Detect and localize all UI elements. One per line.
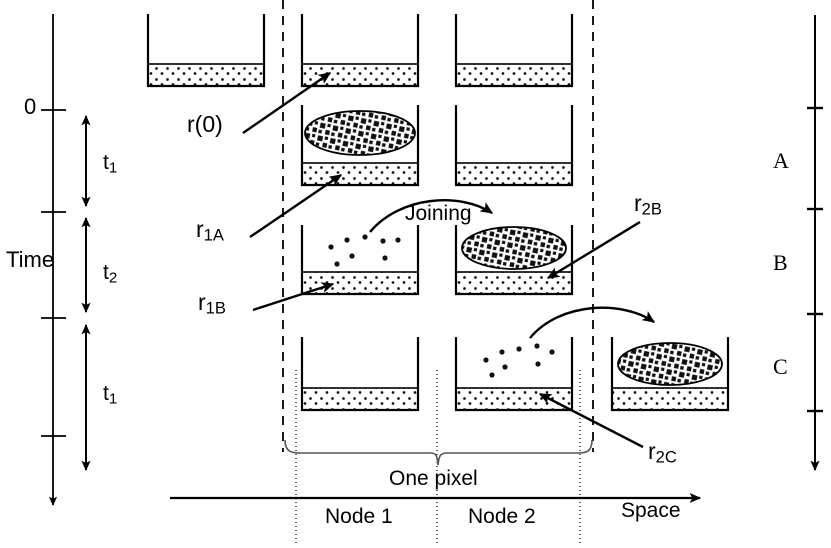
node-label-2: Node 2 <box>468 505 536 528</box>
time-axis-title: Time <box>6 247 55 272</box>
t-subscript: 1 <box>108 390 118 408</box>
r-subscript: 2B <box>641 199 662 219</box>
r-subscript: 2C <box>655 447 677 467</box>
t-letter: t <box>103 382 109 405</box>
interval-label-t2: t2 <box>103 262 117 285</box>
phase-label-b: B <box>773 250 788 275</box>
annotation-r0: r(0) <box>187 113 223 136</box>
container-row1-node0 <box>146 14 266 88</box>
t-subscript: 1 <box>108 159 118 177</box>
blob-row3-node2 <box>461 226 567 270</box>
leader-r0 <box>242 72 332 134</box>
container-row1-node1 <box>300 14 420 88</box>
one-pixel-brace <box>284 439 593 466</box>
joining-label: Joining <box>405 202 472 225</box>
time-zero-label: 0 <box>24 94 37 119</box>
blob-row2-node1 <box>304 110 416 156</box>
scatter-dots-row3-node1 <box>328 234 401 267</box>
r-subscript: 1B <box>205 298 226 318</box>
leader-r2C <box>538 392 644 449</box>
r-letter: r <box>648 438 656 464</box>
annotation-r2C: r2C <box>648 440 677 466</box>
node-label-1: Node 1 <box>325 505 393 528</box>
joining-arrow-c <box>529 306 656 339</box>
container-row3-node2 <box>454 225 574 296</box>
r-letter: r <box>187 111 195 137</box>
t-letter: t <box>103 151 109 174</box>
annotation-r1A: r1A <box>196 218 224 244</box>
blob-row4-node3 <box>617 342 723 386</box>
container-row4-node1 <box>300 337 420 412</box>
leader-r2B <box>546 220 641 280</box>
r-letter: r <box>196 216 204 242</box>
scatter-dots-row4-node2 <box>483 343 555 378</box>
container-row1-node2 <box>454 14 574 88</box>
container-row2-node1 <box>300 105 420 187</box>
pixel-boundary-lines <box>282 0 594 452</box>
container-row-initial <box>146 14 574 88</box>
annotation-r2B: r2B <box>634 192 662 218</box>
leader-arrows <box>242 72 644 449</box>
transfer-arrows <box>369 199 656 339</box>
container-row-phase-a <box>300 105 574 187</box>
one-pixel-label: One pixel <box>389 467 478 490</box>
time-axis-group <box>41 14 66 506</box>
leader-r1A <box>249 174 343 238</box>
interval-label-t1-bottom: t1 <box>103 383 117 406</box>
container-row-phase-c <box>300 337 730 412</box>
r0-paren: (0) <box>194 111 223 137</box>
phase-label-c: C <box>773 354 788 379</box>
t-letter: t <box>103 261 109 284</box>
container-row4-node2 <box>454 337 574 412</box>
joining-arrow-b <box>369 199 494 233</box>
container-row4-node3 <box>610 337 730 412</box>
leader-r1B <box>252 282 335 312</box>
container-row3-node1 <box>300 225 420 296</box>
t-subscript: 2 <box>108 269 118 287</box>
interval-label-t1-top: t1 <box>103 152 117 175</box>
phase-axis-group <box>807 15 823 472</box>
annotation-r1B: r1B <box>198 291 226 317</box>
r-letter: r <box>198 289 206 315</box>
r-letter: r <box>634 190 642 216</box>
r-subscript: 1A <box>203 225 224 245</box>
container-row2-node2 <box>454 105 574 187</box>
phase-label-a: A <box>773 148 789 173</box>
container-row-phase-b <box>300 225 574 296</box>
space-axis-title: Space <box>621 499 681 522</box>
